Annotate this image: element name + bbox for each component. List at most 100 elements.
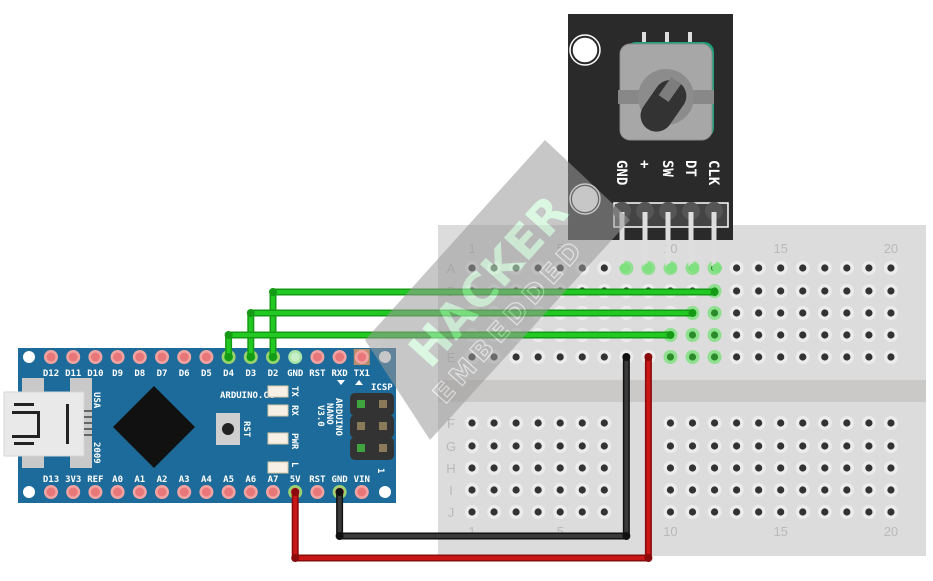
breadboard-hole[interactable] [843, 486, 851, 494]
breadboard-hole[interactable] [534, 353, 542, 361]
breadboard-hole[interactable] [688, 508, 697, 516]
breadboard-hole[interactable] [512, 464, 520, 472]
breadboard-hole[interactable] [556, 464, 564, 472]
breadboard-hole[interactable] [821, 331, 829, 339]
breadboard-hole[interactable] [887, 508, 895, 516]
breadboard-hole[interactable] [755, 442, 763, 450]
breadboard-hole[interactable] [755, 486, 763, 494]
breadboard-hole[interactable] [865, 353, 873, 361]
breadboard-hole[interactable] [556, 353, 564, 361]
breadboard-hole[interactable] [777, 486, 785, 494]
breadboard-hole[interactable] [600, 442, 608, 450]
breadboard-hole[interactable] [556, 442, 564, 450]
breadboard-hole[interactable] [468, 464, 476, 472]
breadboard-hole[interactable] [777, 442, 785, 450]
breadboard-hole[interactable] [821, 287, 829, 295]
breadboard-hole[interactable] [578, 419, 586, 427]
breadboard-hole[interactable] [710, 331, 719, 339]
breadboard-hole[interactable] [821, 264, 829, 272]
breadboard-hole[interactable] [733, 419, 741, 427]
encoder-pin-leg[interactable] [711, 212, 717, 266]
breadboard-hole[interactable] [733, 486, 741, 494]
encoder-pin-leg[interactable] [642, 212, 648, 266]
breadboard-hole[interactable] [600, 353, 608, 361]
breadboard-hole[interactable] [821, 464, 829, 472]
breadboard-hole[interactable] [799, 309, 807, 317]
breadboard-hole[interactable] [821, 442, 829, 450]
breadboard-hole[interactable] [799, 464, 807, 472]
breadboard-hole[interactable] [865, 419, 873, 427]
breadboard-hole[interactable] [733, 464, 741, 472]
breadboard-hole[interactable] [755, 287, 763, 295]
reset-button-cap[interactable] [222, 423, 234, 435]
breadboard-hole[interactable] [843, 264, 851, 272]
breadboard-hole[interactable] [755, 331, 763, 339]
breadboard-hole[interactable] [512, 419, 520, 427]
breadboard-hole[interactable] [600, 486, 608, 494]
breadboard-hole[interactable] [865, 508, 873, 516]
breadboard-hole[interactable] [490, 464, 498, 472]
breadboard-hole[interactable] [556, 486, 564, 494]
breadboard-hole[interactable] [887, 331, 895, 339]
breadboard-hole[interactable] [666, 353, 675, 361]
breadboard-hole[interactable] [843, 331, 851, 339]
breadboard-hole[interactable] [843, 464, 851, 472]
breadboard-hole[interactable] [578, 486, 586, 494]
breadboard-hole[interactable] [490, 419, 498, 427]
breadboard-hole[interactable] [799, 419, 807, 427]
breadboard-hole[interactable] [733, 442, 741, 450]
breadboard-hole[interactable] [733, 353, 741, 361]
breadboard-hole[interactable] [688, 442, 697, 450]
breadboard-hole[interactable] [512, 353, 520, 361]
breadboard-hole[interactable] [843, 353, 851, 361]
breadboard-hole[interactable] [490, 508, 498, 516]
breadboard-hole[interactable] [799, 442, 807, 450]
breadboard-hole[interactable] [843, 419, 851, 427]
breadboard-hole[interactable] [843, 287, 851, 295]
breadboard-hole[interactable] [777, 264, 785, 272]
breadboard-hole[interactable] [534, 508, 542, 516]
breadboard-hole[interactable] [733, 331, 741, 339]
breadboard-hole[interactable] [468, 419, 476, 427]
breadboard-hole[interactable] [865, 464, 873, 472]
breadboard-hole[interactable] [512, 442, 520, 450]
encoder-pin-leg[interactable] [665, 212, 671, 266]
breadboard-hole[interactable] [468, 508, 476, 516]
breadboard-hole[interactable] [887, 486, 895, 494]
breadboard-hole[interactable] [777, 419, 785, 427]
breadboard-hole[interactable] [733, 264, 741, 272]
breadboard-hole[interactable] [821, 309, 829, 317]
encoder-pin-leg[interactable] [688, 212, 694, 266]
breadboard-hole[interactable] [556, 419, 564, 427]
breadboard-hole[interactable] [865, 287, 873, 295]
breadboard-hole[interactable] [777, 309, 785, 317]
breadboard-hole[interactable] [600, 264, 608, 272]
breadboard-hole[interactable] [490, 442, 498, 450]
encoder-pin-leg[interactable] [619, 212, 625, 266]
breadboard-hole[interactable] [799, 486, 807, 494]
breadboard-hole[interactable] [710, 508, 719, 516]
breadboard-hole[interactable] [777, 508, 785, 516]
breadboard-hole[interactable] [887, 264, 895, 272]
breadboard-hole[interactable] [777, 464, 785, 472]
breadboard-hole[interactable] [688, 486, 697, 494]
breadboard-hole[interactable] [755, 464, 763, 472]
breadboard-hole[interactable] [799, 331, 807, 339]
breadboard-hole[interactable] [468, 442, 476, 450]
breadboard-hole[interactable] [755, 353, 763, 361]
breadboard-hole[interactable] [666, 486, 675, 494]
breadboard-hole[interactable] [688, 464, 697, 472]
breadboard-hole[interactable] [887, 464, 895, 472]
breadboard-hole[interactable] [710, 464, 719, 472]
breadboard-hole[interactable] [755, 264, 763, 272]
breadboard-hole[interactable] [755, 419, 763, 427]
breadboard-hole[interactable] [578, 464, 586, 472]
breadboard-hole[interactable] [600, 464, 608, 472]
breadboard-hole[interactable] [843, 309, 851, 317]
breadboard-hole[interactable] [733, 508, 741, 516]
breadboard-hole[interactable] [755, 508, 763, 516]
breadboard-hole[interactable] [600, 508, 608, 516]
breadboard-hole[interactable] [887, 442, 895, 450]
breadboard-hole[interactable] [755, 309, 763, 317]
breadboard-hole[interactable] [688, 353, 697, 361]
